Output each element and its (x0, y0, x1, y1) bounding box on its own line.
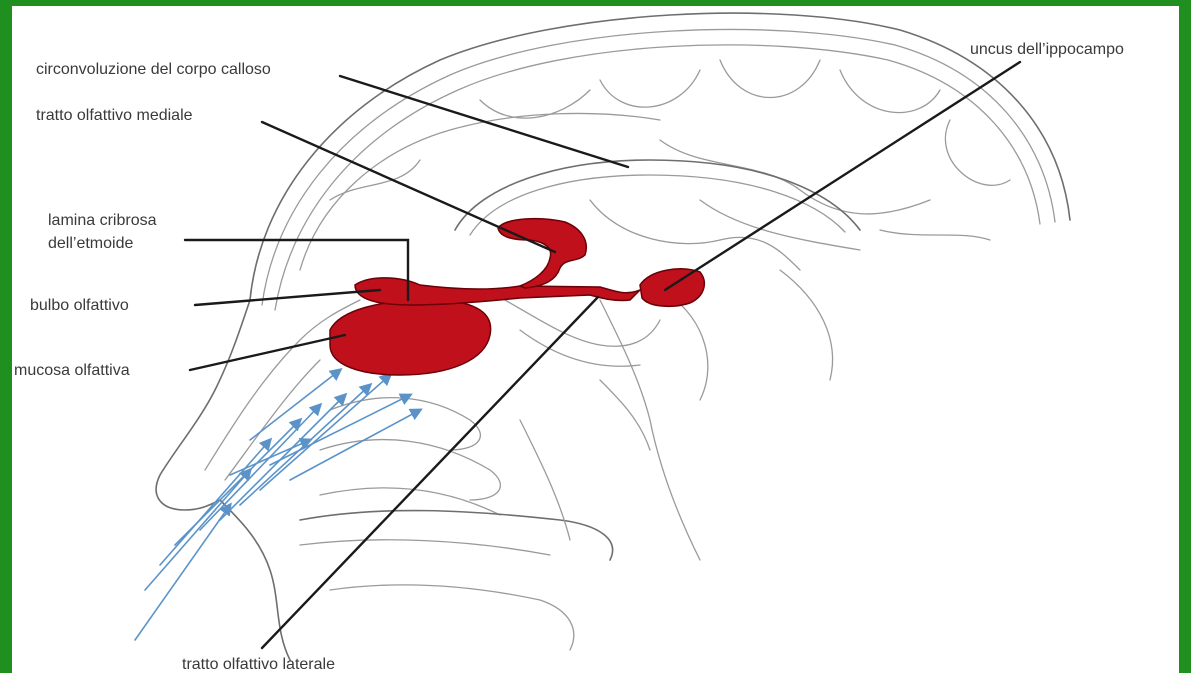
arrow-icon (175, 420, 300, 545)
label-mucosa: mucosa olfattiva (14, 362, 130, 379)
leader-uncus (665, 62, 1020, 290)
arrow-icon (135, 505, 230, 640)
label-cribriform-line1: lamina cribrosa (48, 212, 157, 229)
olfactory-mucosa-shape (330, 300, 491, 375)
skull-inner-outline (262, 29, 1055, 305)
airflow-arrows (135, 370, 420, 640)
arrow-icon (240, 385, 370, 505)
leader-medial-tract (262, 122, 555, 252)
leader-corpus-callosum (340, 76, 628, 167)
label-lateral-tract: tratto olfattivo laterale (182, 656, 335, 673)
label-medial-tract: tratto olfattivo mediale (36, 107, 193, 124)
arrow-icon (260, 375, 390, 490)
olfactory-structures (330, 219, 704, 375)
arrow-icon (250, 370, 340, 440)
arrow-icon (200, 405, 320, 530)
label-corpus-callosum: circonvoluzione del corpo calloso (36, 61, 271, 78)
uncus-shape (640, 269, 704, 306)
head-sketch (156, 13, 1070, 660)
label-bulb: bulbo olfattivo (30, 297, 129, 314)
skull-outline (250, 13, 1070, 300)
leader-bulb (195, 290, 380, 305)
medial-tract-shape (498, 219, 586, 288)
leader-mucosa (190, 335, 345, 370)
olfactory-bulb-shape (355, 278, 640, 305)
leader-lines (185, 62, 1020, 648)
label-cribriform-line2: dell’etmoide (48, 235, 133, 252)
arrow-icon (160, 440, 270, 565)
arrow-icon (145, 470, 250, 590)
label-uncus: uncus dell’ippocampo (970, 41, 1124, 58)
